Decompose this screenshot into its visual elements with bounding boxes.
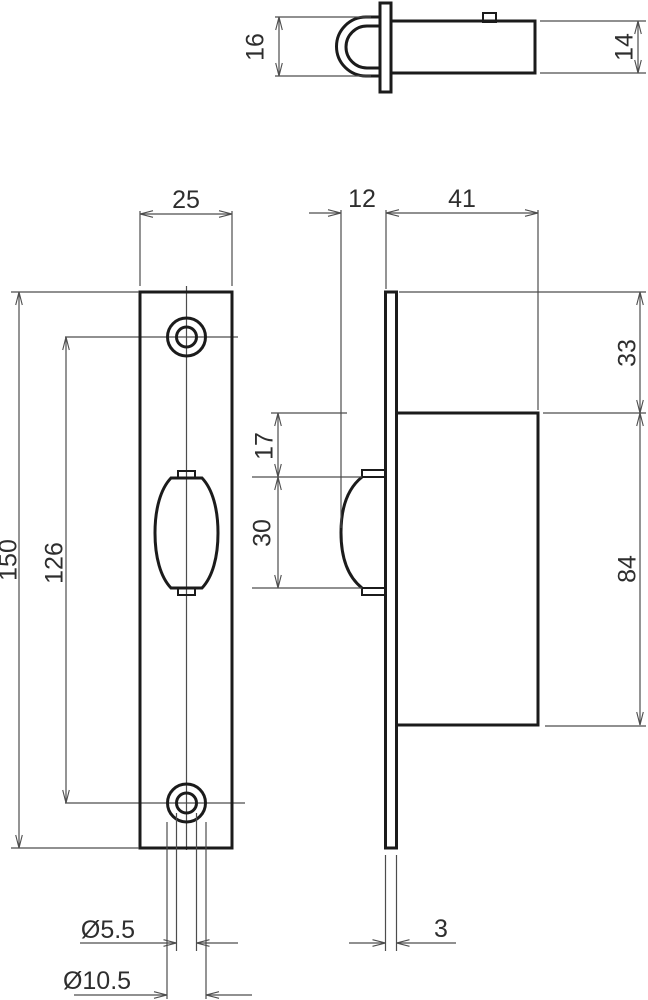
top-view-roller-loop-inner <box>344 24 380 70</box>
arrowhead <box>636 291 644 306</box>
arrowhead <box>139 210 154 218</box>
dimension-126: 126 <box>41 336 70 804</box>
arrowhead <box>327 209 342 217</box>
dimension-3: 3 <box>349 855 456 951</box>
arrowhead <box>372 939 386 947</box>
dim-label-84: 84 <box>614 555 642 583</box>
dim-label-150: 150 <box>0 539 23 581</box>
top-view: 16 14 <box>242 1 646 94</box>
dimension-hole-diameter: Ø5.5 <box>80 813 238 951</box>
arrowhead <box>15 834 23 849</box>
dimension-17: 17 <box>251 412 347 478</box>
dim-label-33: 33 <box>614 339 642 367</box>
dim-label-25: 25 <box>172 186 200 214</box>
bottom-screw-hole <box>175 791 198 815</box>
dim-label-16: 16 <box>242 33 270 61</box>
arrowhead <box>274 412 282 427</box>
dimension-25: 25 <box>139 186 233 286</box>
arrowhead <box>275 16 283 31</box>
arrowhead <box>274 476 282 491</box>
dim-label-12: 12 <box>348 185 376 213</box>
arrowhead <box>634 20 642 35</box>
bottom-screw-hole-countersink <box>166 782 207 824</box>
arrowhead <box>636 412 644 427</box>
side-view-roller-tab-bottom <box>361 587 387 596</box>
dim-label-3: 3 <box>434 915 448 943</box>
side-view-case-outline <box>395 411 540 727</box>
side-view-roller-profile <box>339 475 363 590</box>
arrowhead <box>62 789 70 804</box>
dim-label-hole-diameter: Ø5.5 <box>81 916 135 944</box>
dim-label-41: 41 <box>448 185 476 213</box>
dimension-16: 16 <box>242 16 371 77</box>
top-view-faceplate-outline <box>378 1 393 94</box>
dimension-41: 41 <box>385 185 539 410</box>
top-view-roller-loop-outer <box>335 15 380 78</box>
arrowhead <box>196 939 210 947</box>
top-view-case-outline <box>389 19 537 75</box>
dimension-countersink-diameter: Ø10.5 <box>63 822 252 999</box>
front-view-roller-outline <box>153 476 220 590</box>
arrowhead <box>153 991 168 999</box>
top-view-case-tab <box>482 12 497 23</box>
dim-label-14: 14 <box>611 33 639 61</box>
arrowhead <box>205 991 220 999</box>
dim-label-countersink-diameter: Ø10.5 <box>63 967 131 995</box>
arrowhead <box>15 291 23 306</box>
front-view-faceplate-outline <box>138 290 234 850</box>
arrowhead <box>385 209 400 217</box>
top-screw-hole <box>175 325 198 349</box>
arrowhead <box>62 336 70 351</box>
arrowhead <box>275 62 283 77</box>
dimension-150: 150 <box>0 291 139 849</box>
front-view-roller-tab-top <box>177 470 196 479</box>
dimension-33: 33 <box>399 291 646 414</box>
dimension-14: 14 <box>540 20 646 74</box>
top-screw-hole-countersink <box>166 316 207 358</box>
side-view-roller-tab-top <box>361 469 387 478</box>
front-view: 25 150 126 Ø5.5 <box>0 186 252 999</box>
arrowhead <box>636 711 644 726</box>
arrowhead <box>634 59 642 74</box>
front-view-roller-tab-bottom <box>177 587 196 596</box>
dimension-12: 12 <box>309 185 376 528</box>
arrowhead <box>218 210 233 218</box>
dimension-84: 84 <box>543 412 646 727</box>
dim-label-17: 17 <box>251 432 279 460</box>
arrowhead <box>274 574 282 589</box>
arrowhead <box>396 939 410 947</box>
arrowhead <box>524 209 539 217</box>
side-view: 12 41 33 84 <box>249 185 646 951</box>
dim-label-30: 30 <box>249 519 277 547</box>
side-view-faceplate-outline <box>384 290 398 850</box>
dim-label-126: 126 <box>41 542 69 584</box>
dimension-30: 30 <box>249 476 362 589</box>
arrowhead <box>163 939 177 947</box>
